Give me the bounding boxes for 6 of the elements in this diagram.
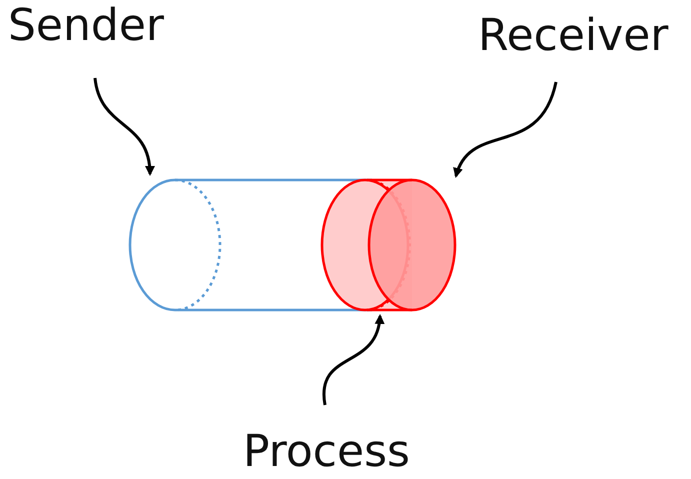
part-label: Sender <box>8 2 165 50</box>
part-label: Process <box>243 428 411 476</box>
part-label: Receiver <box>478 12 670 60</box>
leader-arrow <box>454 82 558 178</box>
leader-arrow <box>322 314 384 406</box>
leader-arrow <box>94 78 154 176</box>
